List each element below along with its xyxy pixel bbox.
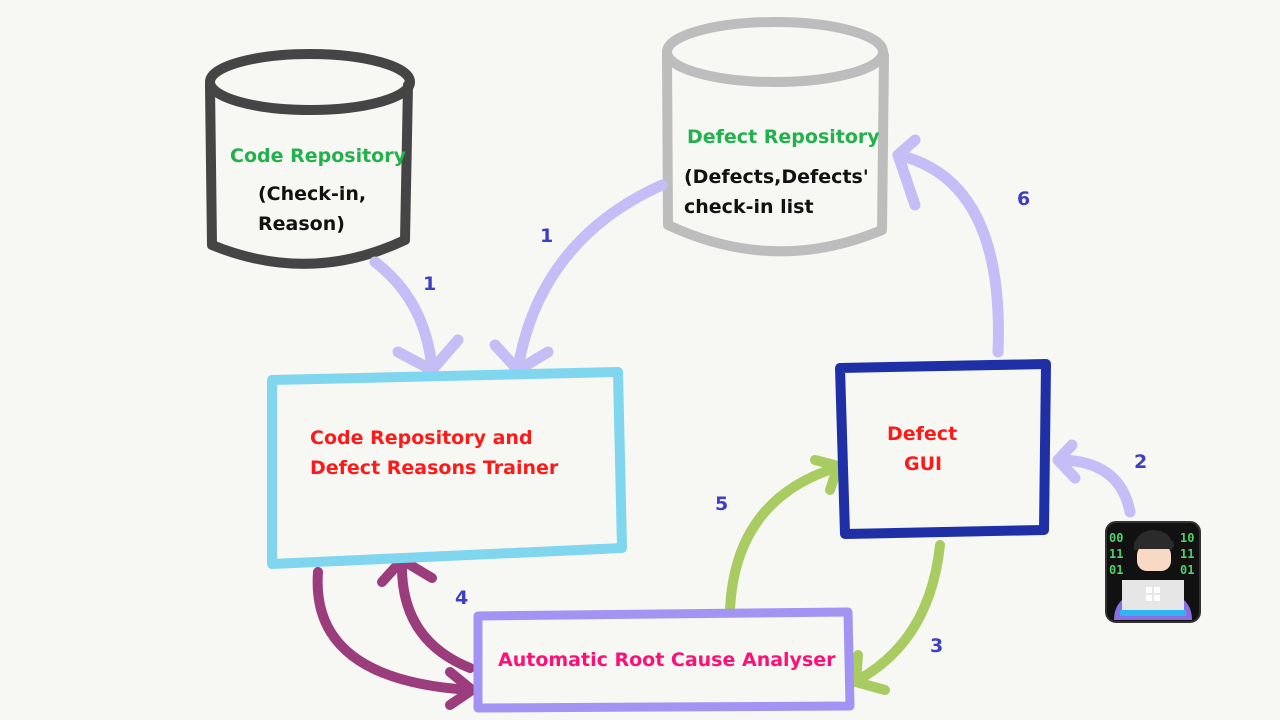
arrow-analyser-to-trainer: [396, 557, 475, 673]
defect-repository-cylinder: Defect Repository (Defects,Defects' chec…: [662, 17, 889, 257]
edge-label-2: 2: [1134, 451, 1147, 473]
trainer-line1: Code Repository and: [310, 427, 533, 449]
svg-text:00: 00: [1109, 531, 1123, 545]
arrows-purple: [312, 555, 477, 710]
arrow-defect-repo-to-trainer: [512, 179, 668, 374]
code-repository-title: Code Repository: [230, 145, 407, 167]
analyser-label: Automatic Root Cause Analyser: [498, 649, 836, 671]
svg-text:10: 10: [1180, 531, 1194, 545]
defect-repository-line1: (Defects,Defects': [684, 166, 869, 188]
defect-repository-title: Defect Repository: [687, 126, 880, 148]
arrow-code-repo-to-trainer: [369, 256, 438, 374]
arrow-trainer-to-analyser: [312, 567, 475, 695]
edge-label-1b: 1: [540, 225, 553, 247]
edge-label-6: 6: [1017, 188, 1030, 210]
arrows-green: [725, 455, 945, 695]
edge-label-1a: 1: [423, 273, 436, 295]
code-repository-cylinder: Code Repository (Check-in, Reason): [205, 49, 415, 269]
defect-gui-line1: Defect: [887, 423, 957, 445]
defect-gui-line2: GUI: [904, 453, 942, 475]
defect-gui-box: Defect GUI: [835, 359, 1051, 539]
edge-label-5: 5: [715, 493, 728, 515]
edge-label-4: 4: [455, 587, 468, 609]
svg-text:01: 01: [1109, 563, 1123, 577]
arrow-gui-to-defect-repo: [892, 149, 1004, 358]
analyser-box: Automatic Root Cause Analyser: [473, 607, 855, 713]
defect-repository-line2: check-in list: [684, 196, 814, 218]
arrow-user-to-gui: [1052, 454, 1136, 518]
arrows-lavender: [369, 134, 1136, 518]
svg-text:01: 01: [1180, 563, 1194, 577]
code-repository-line2: Reason): [258, 213, 345, 235]
arrow-analyser-to-gui: [725, 463, 840, 615]
developer-at-laptop-icon: 00 11 01 10 11 01: [1105, 521, 1201, 623]
svg-text:11: 11: [1180, 547, 1194, 561]
svg-text:11: 11: [1109, 547, 1123, 561]
edge-label-3: 3: [930, 635, 943, 657]
arrow-gui-to-analyser: [853, 540, 945, 685]
trainer-line2: Defect Reasons Trainer: [310, 457, 559, 479]
code-repository-line1: (Check-in,: [258, 183, 366, 205]
trainer-box: Code Repository and Defect Reasons Train…: [267, 367, 627, 569]
